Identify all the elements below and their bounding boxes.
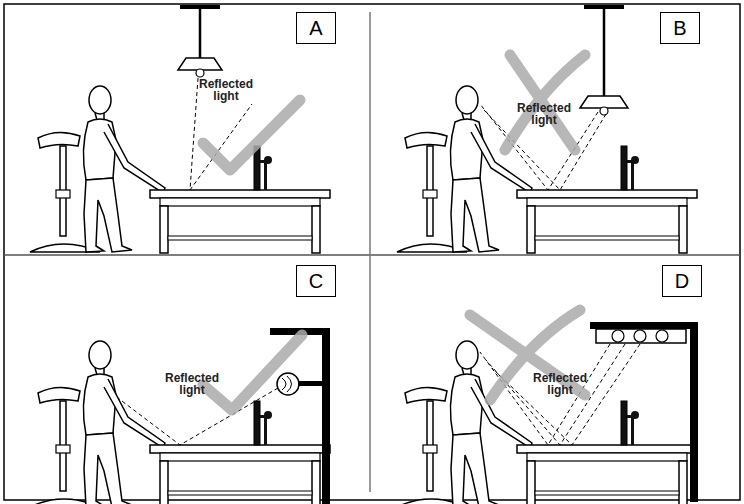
reflected-light-label: Reflected light	[160, 372, 224, 396]
panel-letter: B	[673, 17, 686, 40]
outer-frame	[4, 4, 740, 500]
light-ray	[118, 388, 278, 445]
panel-letter-box: C	[296, 265, 336, 297]
reflected-light-label: Reflected light	[512, 102, 576, 126]
panel-letter-box: B	[660, 12, 700, 44]
desk-hutch	[590, 322, 698, 502]
light-ray	[480, 344, 640, 445]
reflected-light-label: Reflected light	[528, 372, 592, 396]
panel-divider	[369, 12, 371, 492]
workstation-scene	[397, 86, 697, 253]
ceiling-lamp	[178, 5, 222, 77]
panel-letter-box: D	[662, 265, 702, 297]
panel-letter-box: A	[296, 12, 336, 44]
panel-letter: D	[675, 270, 689, 293]
check-mark	[203, 100, 300, 170]
panel-divider	[4, 254, 740, 256]
panel-letter: A	[309, 17, 322, 40]
workstation-scene	[30, 341, 330, 504]
panel-letter: C	[309, 270, 323, 293]
reflected-light-label: Reflected light	[194, 78, 258, 102]
cross-mark	[505, 55, 585, 150]
workstation-scene	[30, 86, 330, 253]
